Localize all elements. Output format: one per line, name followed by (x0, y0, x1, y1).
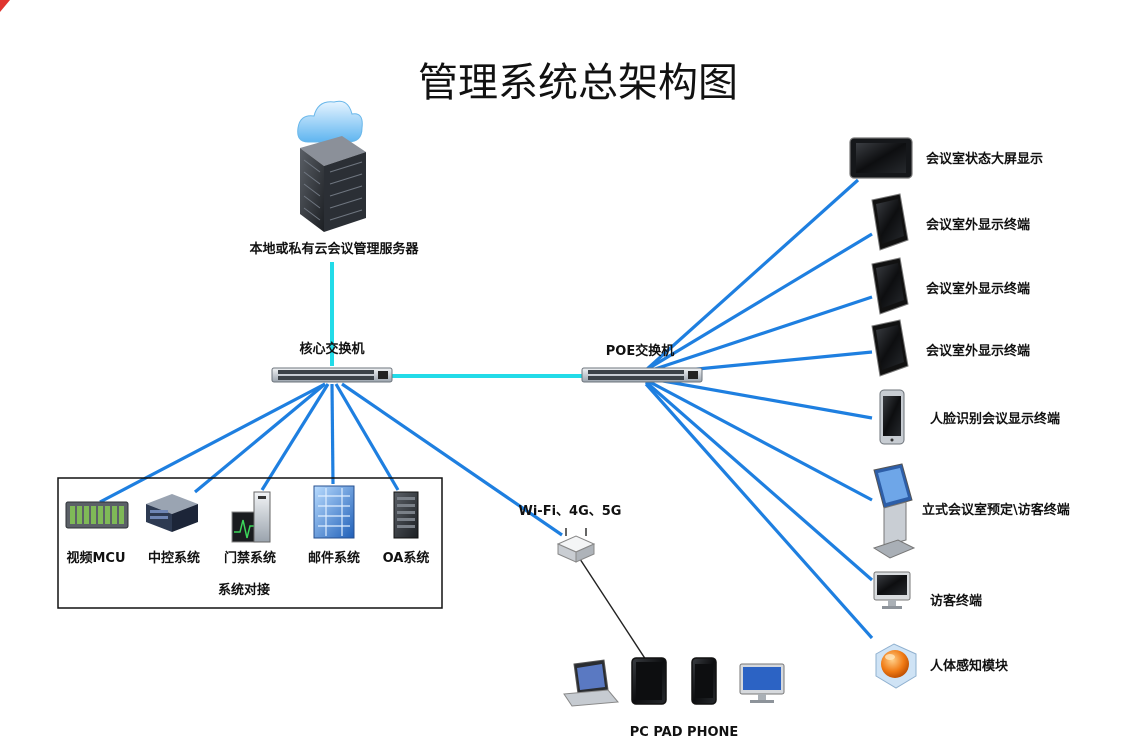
poe-terminal-5-link (645, 376, 873, 420)
corner-accent (0, 0, 10, 12)
system-label-access: 门禁系统 (224, 550, 276, 566)
wifi-mobile-link (577, 555, 647, 661)
server-rack-icon (300, 136, 366, 232)
control-system-icon (146, 494, 198, 532)
core-oa-link (334, 383, 400, 491)
phone-icon (691, 657, 717, 705)
system-label-oa: OA系统 (383, 550, 430, 566)
server-label: 本地或私有云会议管理服务器 (249, 241, 419, 257)
outdoor-display-icon-2 (871, 257, 909, 315)
systems-box-label: 系统对接 (218, 582, 270, 598)
core-mail-link (330, 383, 335, 485)
access-control-icon (231, 491, 271, 543)
poe-terminal-8-link (644, 382, 874, 640)
laptop-icon (563, 659, 619, 707)
terminal-label-2: 会议室外显示终端 (926, 217, 1030, 233)
core-switch-label: 核心交换机 (299, 341, 364, 357)
terminal-label-1: 会议室状态大屏显示 (926, 151, 1043, 167)
poe-terminal-6-link (645, 378, 873, 502)
kiosk-icon (872, 463, 916, 559)
core-access-link (260, 383, 330, 491)
system-label-control: 中控系统 (148, 550, 200, 566)
cloud-icon (297, 100, 363, 143)
poe-switch-icon (581, 367, 703, 383)
video-mcu-icon (65, 501, 129, 529)
diagram-title: 管理系统总架构图 (418, 60, 738, 106)
wifi-label: Wi-Fi、4G、5G (519, 504, 622, 519)
terminal-label-5: 人脸识别会议显示终端 (930, 411, 1060, 427)
core-mcu-link (99, 382, 326, 504)
visitor-terminal-icon (873, 571, 911, 609)
terminal-label-8: 人体感知模块 (930, 658, 1009, 674)
connection-lines (99, 178, 874, 661)
outdoor-display-icon-1 (871, 193, 909, 251)
systems-box (57, 477, 443, 609)
face-recognition-icon (879, 389, 905, 445)
poe-terminal-7-link (644, 380, 874, 582)
desktop-monitor-icon (739, 663, 785, 703)
terminal-label-7: 访客终端 (930, 593, 982, 609)
tablet-icon (631, 657, 667, 705)
wireless-router-icon (556, 528, 596, 563)
status-screen-icon (849, 137, 913, 179)
motion-sensor-icon (875, 643, 917, 689)
outdoor-display-icon-3 (871, 319, 909, 377)
core-wifi-link (341, 382, 563, 537)
core-switch-icon (271, 367, 393, 383)
poe-switch-label: POE交换机 (606, 343, 674, 359)
poe-terminal-1-link (644, 178, 860, 372)
mobile-label: PC PAD PHONE (630, 725, 739, 740)
oa-system-icon (393, 491, 419, 539)
core-control-link (193, 382, 327, 494)
terminal-label-3: 会议室外显示终端 (926, 281, 1030, 297)
poe-terminal-3-link (645, 295, 873, 374)
system-label-mail: 邮件系统 (308, 550, 360, 566)
system-label-mcu: 视频MCU (66, 550, 125, 566)
mail-system-icon (313, 485, 355, 539)
terminal-label-4: 会议室外显示终端 (926, 343, 1030, 359)
terminal-label-6: 立式会议室预定\访客终端 (922, 502, 1070, 518)
poe-terminal-2-link (645, 232, 873, 372)
